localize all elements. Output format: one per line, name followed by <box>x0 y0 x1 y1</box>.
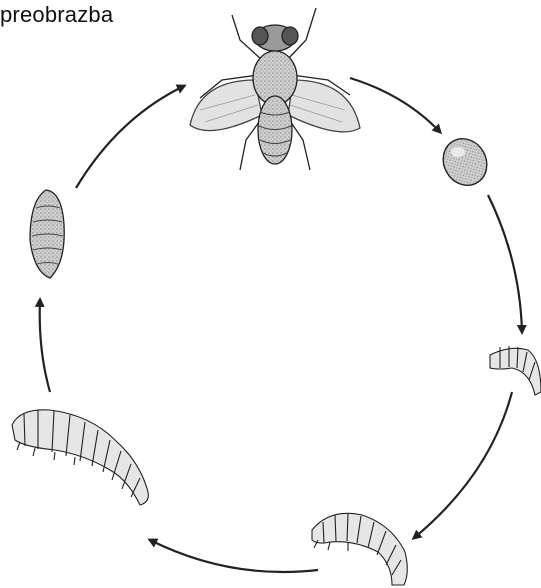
fly-icon <box>190 8 360 170</box>
pupa-icon <box>30 190 64 278</box>
larva-icon <box>12 410 148 505</box>
egg-icon <box>435 131 495 194</box>
larva-icon <box>490 346 541 395</box>
arrow-fly-to-egg <box>350 78 440 132</box>
arrow-larva2-to-larva3 <box>150 540 318 572</box>
larva-icon <box>312 513 407 585</box>
arrow-larva3-to-pupa <box>40 300 50 392</box>
arrow-egg-to-larva1 <box>488 195 522 332</box>
arrow-larva1-to-larva2 <box>414 392 512 538</box>
arrow-pupa-to-fly <box>76 86 184 188</box>
